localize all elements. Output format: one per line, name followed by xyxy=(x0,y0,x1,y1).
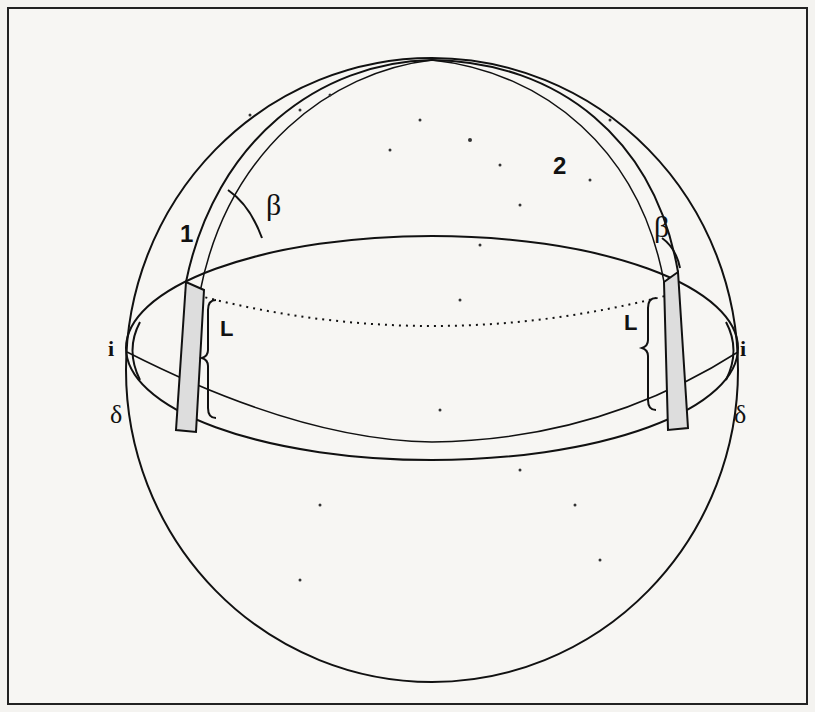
great-circle-2-inner xyxy=(432,60,664,282)
angle-label: β xyxy=(266,190,281,220)
inclination-label: i xyxy=(108,338,114,360)
globe-outline xyxy=(126,58,738,682)
great-circle-number: 2 xyxy=(553,154,566,178)
angle-arc-right xyxy=(662,238,680,268)
plane-ellipse xyxy=(126,236,738,460)
great-circle-1 xyxy=(186,60,432,282)
lower-arc xyxy=(127,352,738,442)
angle-arc-i-right xyxy=(726,322,734,380)
angle-arc-i-left xyxy=(133,322,141,380)
angle-arc-left xyxy=(228,190,262,238)
length-label: L xyxy=(624,312,637,334)
angle-label: β xyxy=(654,212,669,242)
declination-label: δ xyxy=(734,402,746,428)
great-circle-number: 1 xyxy=(180,222,193,246)
slab-right xyxy=(664,272,688,430)
inclination-label: i xyxy=(740,338,746,360)
great-circle-1-inner xyxy=(200,60,432,292)
declination-label: δ xyxy=(110,402,122,428)
coastline-dots xyxy=(249,94,612,582)
hidden-arc xyxy=(185,292,680,326)
bracket-left xyxy=(202,300,216,418)
frame xyxy=(8,8,807,704)
great-circle-2 xyxy=(432,60,678,272)
bracket-right xyxy=(642,298,656,410)
length-label: L xyxy=(220,318,233,340)
slab-left xyxy=(176,282,204,432)
